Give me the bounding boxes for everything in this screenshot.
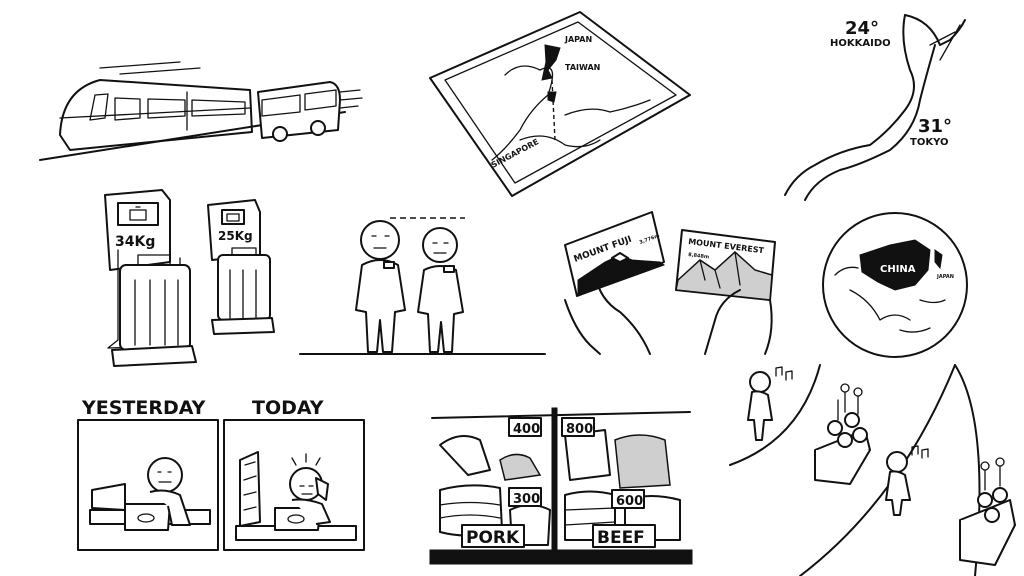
south-city: TOKYO — [910, 137, 948, 148]
big-bag-weight: 34Kg — [115, 234, 155, 250]
globe-illustration: CHINA JAPAN — [822, 212, 968, 358]
label-taiwan-route: TAIWAN — [565, 63, 600, 72]
north-temperature: 24° — [845, 18, 879, 39]
route-map-illustration: JAPAN TAIWAN SINGAPORE — [429, 11, 691, 197]
label-japan-route: JAPAN — [564, 35, 592, 44]
price-pork-bottom: 300 — [513, 492, 540, 507]
north-city: HOKKAIDO — [830, 38, 891, 49]
globe-china-label: CHINA — [880, 264, 916, 275]
beef-sign: BEEF — [597, 528, 645, 548]
south-temperature: 31° — [918, 116, 952, 137]
globe-japan-label: JAPAN — [936, 274, 954, 280]
yesterday-heading: YESTERDAY — [81, 397, 206, 419]
mountain-postcards-illustration: MOUNT FUJI 3,776m MOUNT EVEREST 8,848m — [564, 211, 776, 355]
train-and-bus-illustration — [39, 61, 363, 161]
luggage-weighing-illustration: 34Kg 25Kg — [104, 189, 275, 367]
price-pork-top: 400 — [513, 422, 540, 437]
stadium-crowd-illustration — [729, 364, 1016, 576]
price-beef-bottom: 600 — [616, 494, 643, 509]
yesterday-today-comparison: YESTERDAY TODAY — [77, 397, 365, 551]
today-heading: TODAY — [252, 397, 324, 419]
meat-market-illustration: 400 300 800 600 PORK BEEF — [429, 407, 693, 565]
price-beef-top: 800 — [566, 422, 593, 437]
everest-height: 8,848m — [688, 252, 710, 261]
pork-sign: PORK — [466, 528, 520, 548]
japan-temperature-map: 24° HOKKAIDO 31° TOKYO — [784, 14, 966, 201]
small-bag-weight: 25Kg — [218, 229, 253, 243]
height-comparison-illustration — [299, 217, 546, 355]
